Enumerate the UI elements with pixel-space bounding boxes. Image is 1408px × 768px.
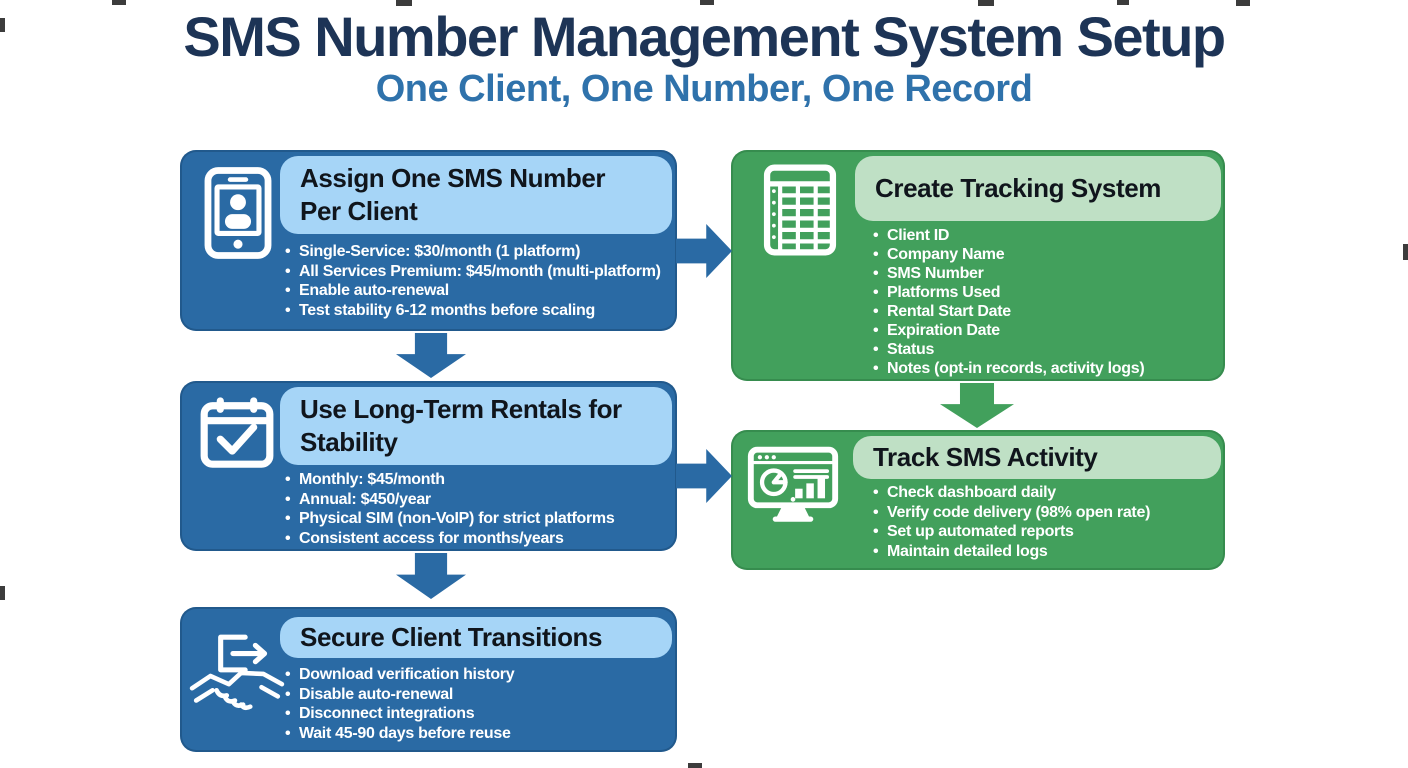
bullet-item: Disconnect integrations — [283, 704, 669, 724]
edge-artifact — [700, 0, 714, 5]
card-title: Use Long-Term Rentals for Stability — [300, 394, 622, 457]
bullet-item: Consistent access for months/years — [283, 529, 669, 549]
bullet-item: Disable auto-renewal — [283, 685, 669, 705]
bullet-item: Check dashboard daily — [871, 483, 1219, 503]
bullet-item: Wait 45-90 days before reuse — [283, 724, 669, 744]
card-title: Track SMS Activity — [873, 442, 1098, 472]
edge-artifact — [396, 0, 412, 6]
handshake-exit-icon — [188, 627, 286, 730]
card-title: Assign One SMS Number Per Client — [300, 163, 606, 226]
bullet-item: Enable auto-renewal — [283, 281, 669, 301]
bullet-item: Set up automated reports — [871, 522, 1219, 542]
bullet-item: Physical SIM (non-VoIP) for strict platf… — [283, 509, 669, 529]
bullet-item: Download verification history — [283, 665, 669, 685]
card-title: Create Tracking System — [875, 173, 1162, 203]
card-title-pill: Track SMS Activity — [853, 436, 1221, 479]
bullet-item: Expiration Date — [871, 321, 1219, 340]
card-tracking-system: Create Tracking System Client ID Company… — [731, 150, 1225, 381]
bullet-item: All Services Premium: $45/month (multi-p… — [283, 262, 669, 282]
page-title: SMS Number Management System Setup — [183, 5, 1226, 68]
arrow-rentals-to-transitions — [396, 553, 466, 599]
page-subtitle: One Client, One Number, One Record — [375, 68, 1033, 110]
card-title-pill: Secure Client Transitions — [280, 617, 672, 658]
edge-artifact — [1403, 244, 1408, 260]
bullet-item: Verify code delivery (98% open rate) — [871, 503, 1219, 523]
card-title-pill: Use Long-Term Rentals for Stability — [280, 387, 672, 465]
bullet-item: Maintain detailed logs — [871, 542, 1219, 562]
edge-artifact — [112, 0, 126, 5]
calendar-check-icon — [200, 395, 274, 474]
arrow-tracking-to-activity — [940, 383, 1014, 428]
bullet-item: Client ID — [871, 226, 1219, 245]
card-long-term-rentals: Use Long-Term Rentals for Stability Mont… — [180, 381, 677, 551]
spreadsheet-icon — [763, 164, 837, 261]
card-bullet-list: Client ID Company Name SMS Number Platfo… — [871, 226, 1219, 378]
card-title-pill: Assign One SMS Number Per Client — [280, 156, 672, 234]
edge-artifact — [1117, 0, 1129, 5]
phone-user-icon — [204, 166, 272, 265]
bullet-item: Single-Service: $30/month (1 platform) — [283, 242, 669, 262]
card-bullet-list: Check dashboard daily Verify code delive… — [871, 483, 1219, 561]
bullet-item: Company Name — [871, 245, 1219, 264]
bullet-item: Status — [871, 340, 1219, 359]
edge-artifact — [0, 586, 5, 600]
edge-artifact — [978, 0, 994, 6]
edge-artifact — [688, 763, 702, 768]
card-track-activity: Track SMS Activity Check dashboard daily… — [731, 430, 1225, 570]
card-title: Secure Client Transitions — [300, 622, 603, 652]
card-assign-number: Assign One SMS Number Per Client Single-… — [180, 150, 677, 331]
dashboard-monitor-icon — [747, 446, 839, 530]
arrow-rentals-to-activity — [676, 449, 732, 503]
card-bullet-list: Monthly: $45/month Annual: $450/year Phy… — [283, 470, 669, 548]
bullet-item: Notes (opt-in records, activity logs) — [871, 359, 1219, 378]
bullet-item: Monthly: $45/month — [283, 470, 669, 490]
bullet-item: SMS Number — [871, 264, 1219, 283]
bullet-item: Platforms Used — [871, 283, 1219, 302]
edge-artifact — [1236, 0, 1250, 6]
card-bullet-list: Download verification history Disable au… — [283, 665, 669, 743]
card-client-transitions: Secure Client Transitions Download verif… — [180, 607, 677, 752]
bullet-item: Test stability 6-12 months before scalin… — [283, 301, 669, 321]
card-title-pill: Create Tracking System — [855, 156, 1221, 221]
bullet-item: Rental Start Date — [871, 302, 1219, 321]
bullet-item: Annual: $450/year — [283, 490, 669, 510]
card-bullet-list: Single-Service: $30/month (1 platform) A… — [283, 242, 669, 320]
arrow-assign-to-rentals — [396, 333, 466, 378]
edge-artifact — [0, 18, 5, 32]
arrow-assign-to-tracking — [676, 224, 732, 278]
